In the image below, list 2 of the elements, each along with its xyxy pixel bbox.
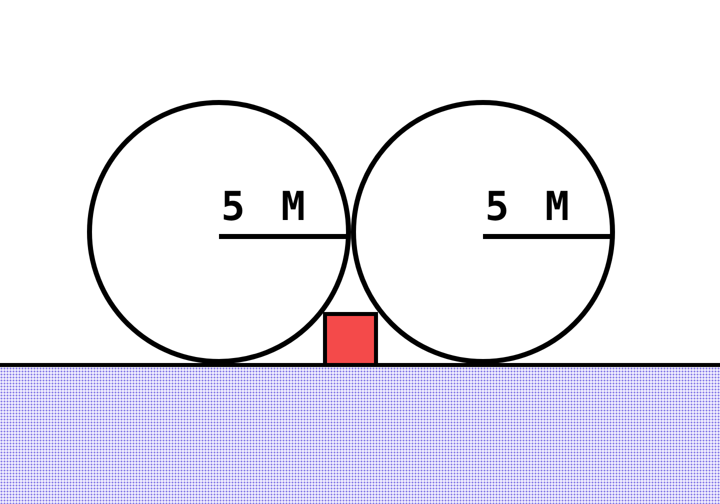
dimension-label: 5 M bbox=[485, 187, 576, 227]
dimension-label: 5 M bbox=[221, 187, 312, 227]
